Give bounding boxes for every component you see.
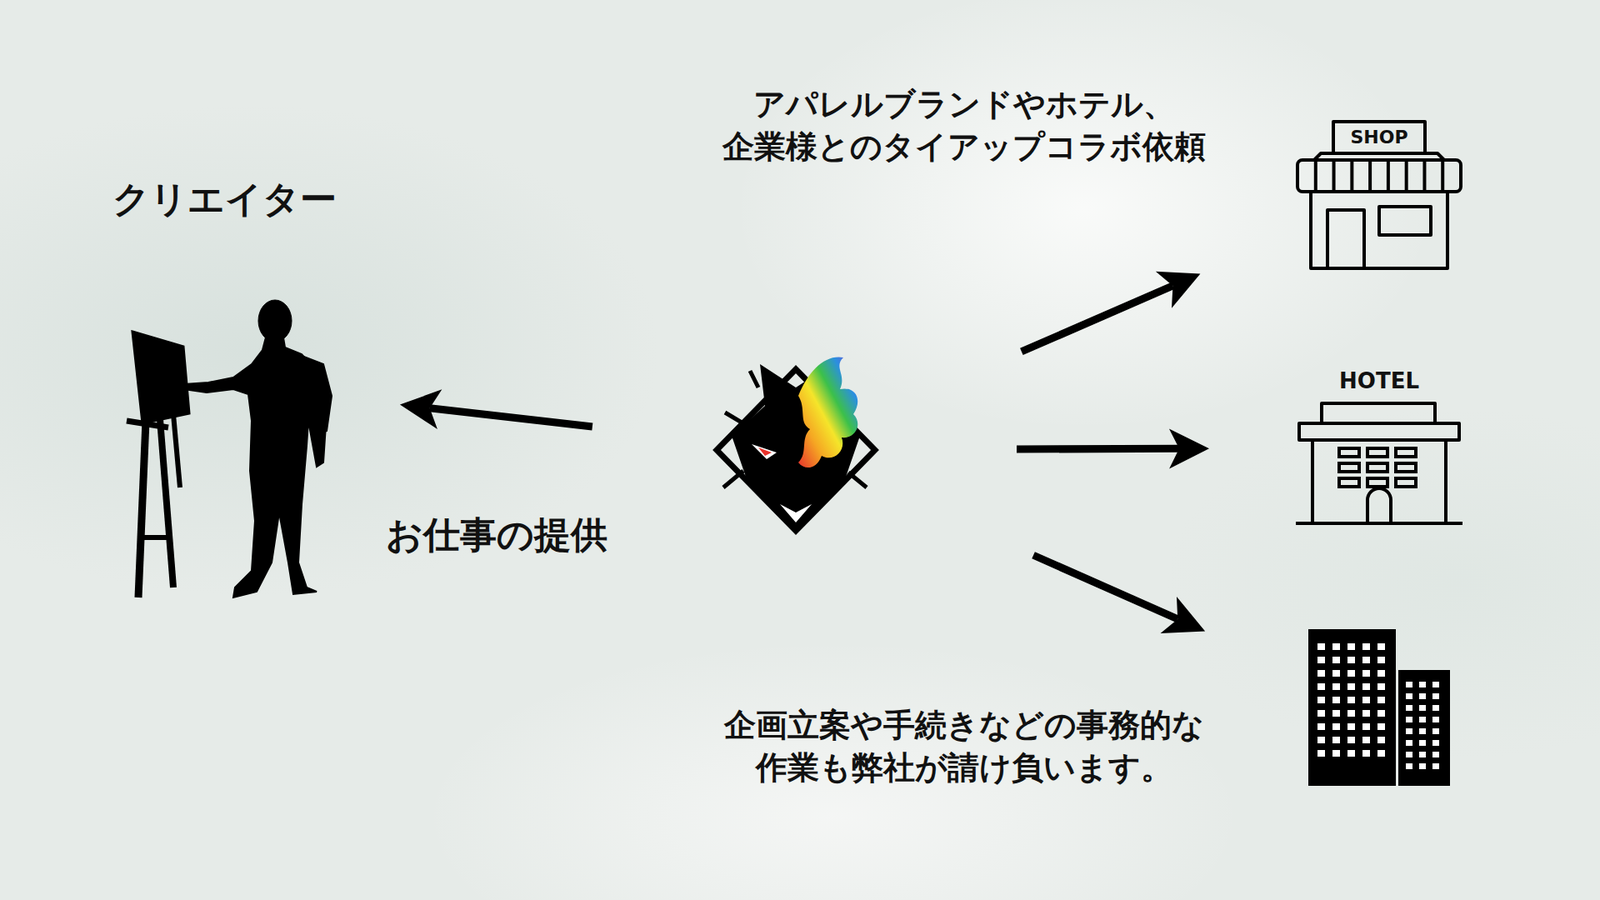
- painter-silhouette: [108, 170, 392, 605]
- note-text: 企画立案や手続きなどの事務的な 作業も弊社が請け負います。: [697, 704, 1231, 790]
- node-logo: [700, 345, 892, 555]
- node-label: SHOP: [1333, 126, 1425, 149]
- edge-label: お仕事の提供: [385, 510, 608, 560]
- node-office: [1304, 625, 1455, 792]
- node-label: HOTEL: [1295, 368, 1463, 395]
- node-label: クリエイター: [112, 177, 337, 222]
- note-text: アパレルブランドやホテル、 企業様とのタイアップコラボ依頼: [697, 83, 1231, 170]
- flow-arrow: [1033, 555, 1205, 634]
- flow-arrow: [1021, 271, 1201, 352]
- node-shop: SHOP: [1295, 116, 1463, 275]
- office-buildings-icon: [1304, 625, 1455, 792]
- wolf-logo: [700, 345, 892, 555]
- node-creator: クリエイター: [108, 170, 392, 605]
- node-hotel: HOTEL: [1295, 366, 1463, 530]
- flow-arrow: [400, 389, 593, 430]
- flow-arrow: [1016, 428, 1210, 469]
